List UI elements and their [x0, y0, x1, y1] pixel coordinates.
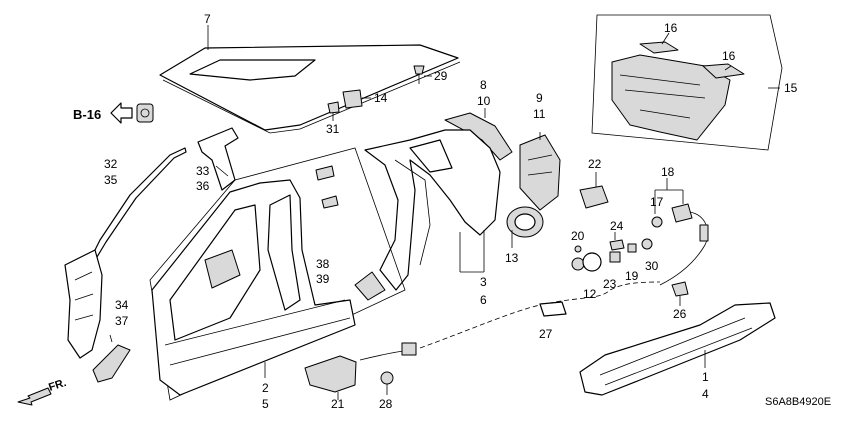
quarter-panel: [364, 129, 501, 291]
roof-clip: [413, 65, 432, 84]
callout: 38: [316, 257, 330, 271]
callout: 17: [650, 195, 664, 209]
rear-panel-assembly: [591, 14, 783, 151]
rocker-panel: [579, 302, 776, 396]
front-direction-arrow: [17, 387, 52, 406]
callout: 2: [262, 381, 269, 395]
callout: 6: [480, 293, 487, 307]
small-fasteners: [571, 232, 625, 272]
fuel-cable: [627, 178, 709, 286]
callout: 37: [115, 314, 129, 328]
callout: 39: [316, 272, 330, 286]
reference-arrow: [110, 102, 154, 124]
fuel-opener: [579, 172, 609, 209]
fuel-lid: [506, 206, 544, 248]
callout: 18: [661, 165, 675, 179]
grommet: [539, 301, 567, 317]
callout: 13: [505, 251, 519, 265]
callout: 21: [331, 397, 345, 411]
inner-bracket: [315, 165, 386, 301]
callout: 8: [480, 78, 487, 92]
callout: 23: [603, 277, 617, 291]
callout: 20: [571, 229, 585, 243]
callout: 24: [610, 219, 624, 233]
callout: 14: [374, 91, 388, 105]
callout: 11: [533, 107, 546, 121]
callout: 30: [645, 259, 659, 273]
callout-labels: 7 29 14 31 8 10 9 11 16 16 15 32 35 33 3…: [47, 12, 831, 411]
callout: 19: [625, 269, 639, 283]
door-clip: [304, 342, 417, 400]
callout: 9: [536, 91, 543, 105]
callout: 15: [784, 81, 798, 95]
callout: 31: [326, 122, 340, 136]
callout: 10: [477, 94, 491, 108]
sill-extension: [92, 334, 131, 383]
cable-clip: [671, 281, 689, 306]
callout: 22: [588, 157, 602, 171]
callout: 12: [583, 287, 597, 301]
callout: 29: [434, 69, 448, 83]
front-direction-label: FR.: [47, 377, 68, 394]
callout: 5: [262, 397, 269, 411]
outer-side-panel: [149, 147, 406, 401]
callout: 7: [204, 12, 211, 26]
callout: 34: [115, 298, 129, 312]
callout: 32: [104, 157, 118, 171]
callout: 16: [722, 49, 736, 63]
callout: 27: [539, 327, 553, 341]
wheelhouse-panel: [519, 132, 561, 211]
diagram-code: S6A8B4920E: [765, 396, 831, 408]
callout: 33: [196, 164, 210, 178]
front-pillar: [64, 249, 103, 359]
reference-label: B-16: [73, 107, 101, 122]
a-pillar: [197, 127, 239, 191]
callout: 1: [702, 370, 709, 384]
callout: 3: [480, 275, 487, 289]
roof-panel: [159, 25, 461, 134]
callout: 36: [196, 179, 210, 193]
roof-bracket: [327, 89, 371, 121]
callout: 4: [702, 387, 709, 401]
callout: 16: [664, 21, 678, 35]
callout: 28: [379, 397, 393, 411]
callout: 35: [104, 173, 118, 187]
callout: 26: [673, 307, 687, 321]
